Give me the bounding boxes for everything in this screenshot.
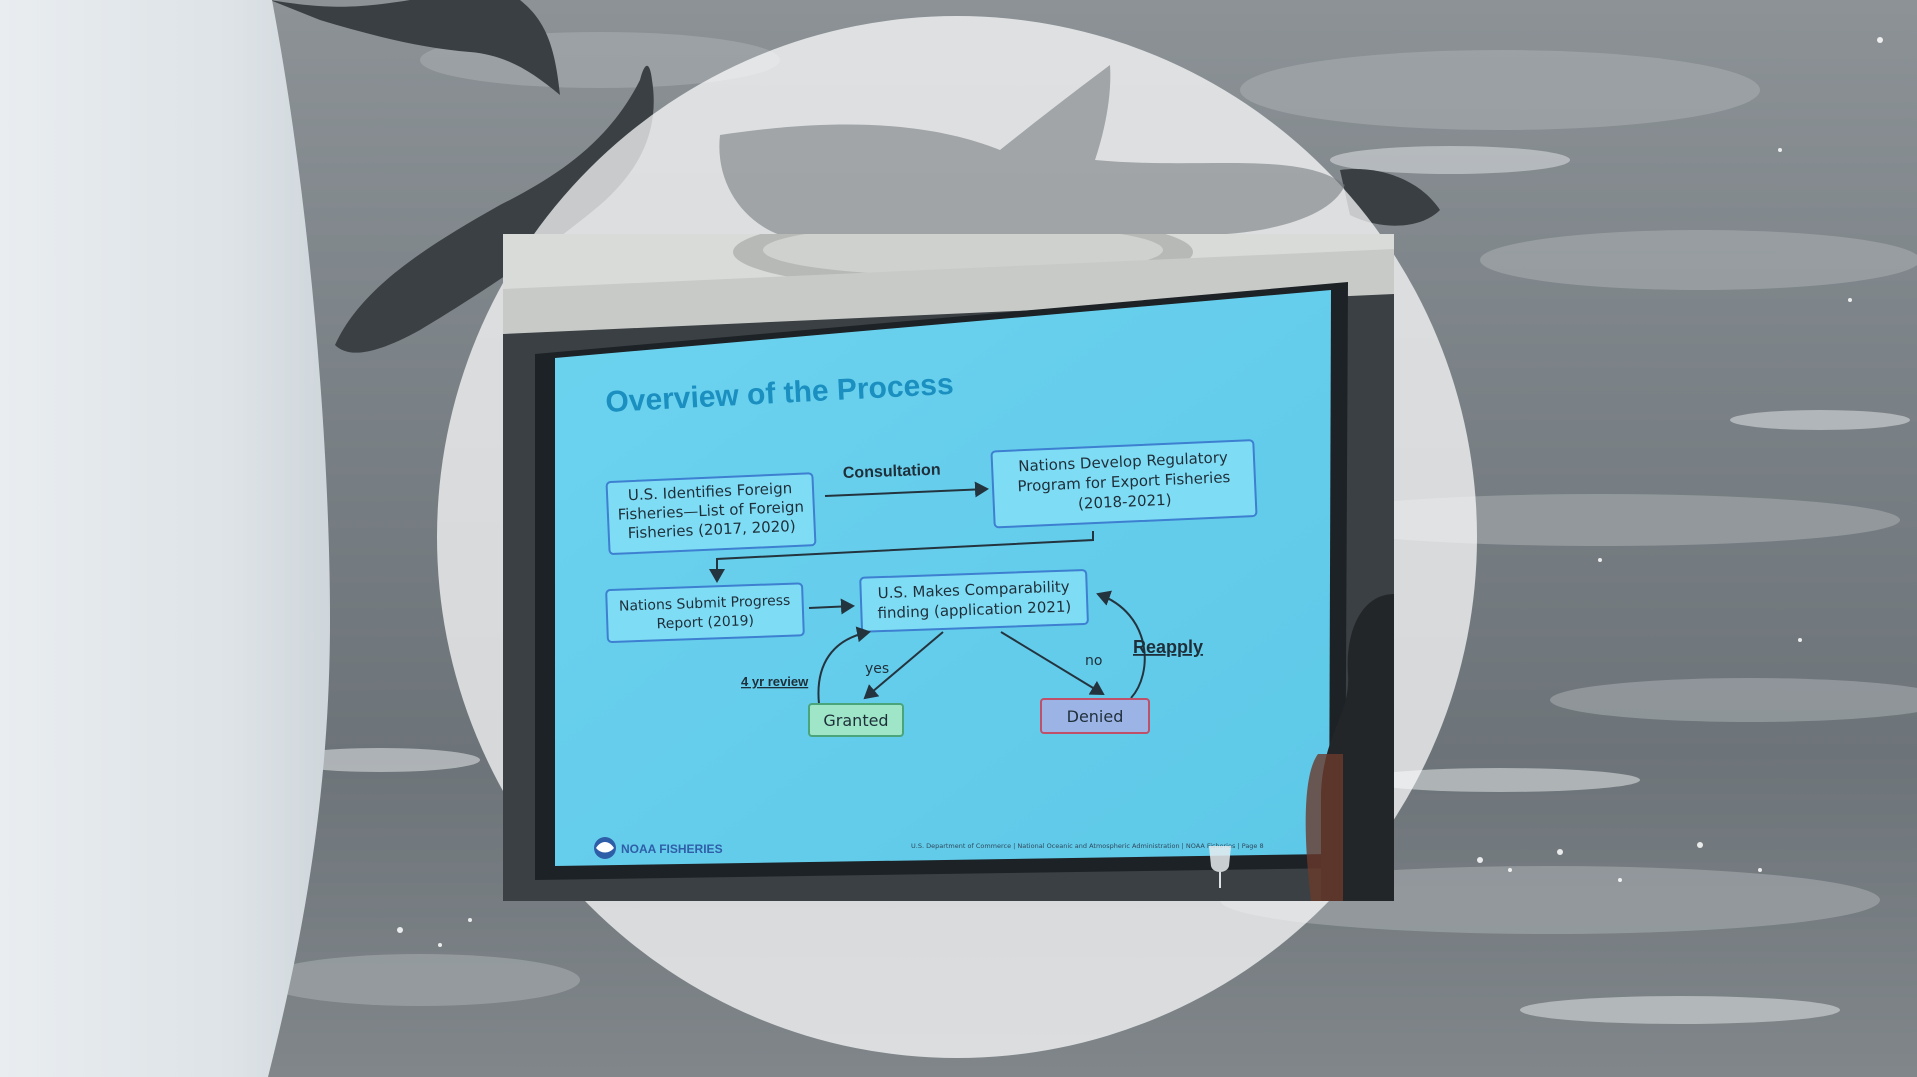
noaa-logo: NOAA FISHERIES <box>594 837 723 859</box>
slide-footer: U.S. Department of Commerce | National O… <box>911 842 1264 850</box>
label-yes: yes <box>865 661 889 677</box>
arrow-no <box>1000 631 1105 696</box>
flow-box-progress: Nations Submit Progress Report (2019) <box>605 582 805 643</box>
wine-glass <box>1209 846 1231 888</box>
svg-text:(2018-2021): (2018-2021) <box>1078 491 1172 513</box>
flow-box-develop: Nations Develop Regulatory Program for E… <box>990 439 1258 529</box>
arrow-consultation <box>824 481 989 498</box>
flow-box-granted: Granted <box>808 703 904 737</box>
arrow-progress-to-finding <box>808 598 855 615</box>
svg-text:Nations Submit Progress: Nations Submit Progress <box>619 593 791 615</box>
arrow-4yr-review <box>817 626 871 705</box>
projected-slide-photo: Overview of the Process U.S. Identifies … <box>503 234 1394 901</box>
svg-text:Denied: Denied <box>1067 707 1124 726</box>
label-reapply: Reapply <box>1133 637 1203 657</box>
arrow-yes <box>863 631 944 700</box>
label-no: no <box>1085 653 1102 669</box>
flow-box-identify: U.S. Identifies Foreign Fisheries—List o… <box>605 472 817 555</box>
svg-text:Report (2019): Report (2019) <box>656 613 754 632</box>
label-4yr-review: 4 yr review <box>741 674 809 689</box>
arrow-reapply <box>1096 590 1146 699</box>
label-consultation: Consultation <box>843 462 941 482</box>
flow-box-denied: Denied <box>1040 698 1150 734</box>
svg-text:Granted: Granted <box>823 711 888 730</box>
flow-box-finding: U.S. Makes Comparability finding (applic… <box>859 569 1089 633</box>
arrow-develop-to-progress <box>709 531 1094 583</box>
projected-slide: Overview of the Process U.S. Identifies … <box>503 234 1394 901</box>
logo-text: NOAA FISHERIES <box>621 842 723 856</box>
